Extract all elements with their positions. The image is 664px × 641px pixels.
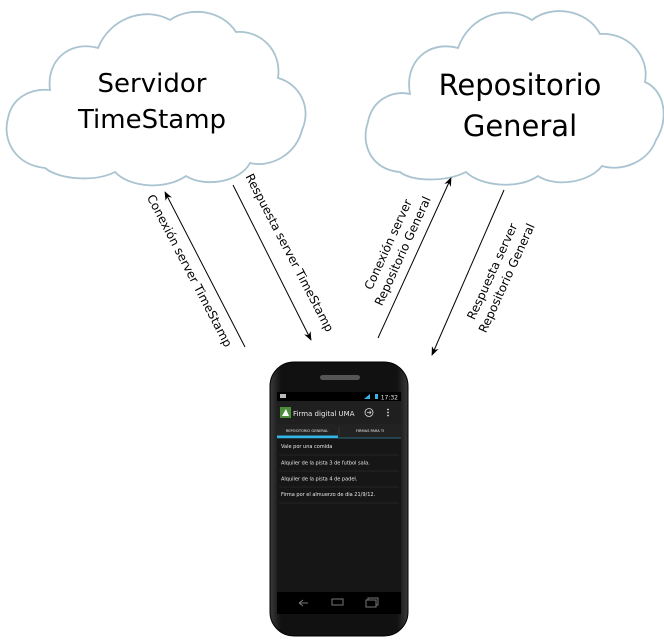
app-title: Firma digital UMA xyxy=(293,410,355,418)
back-icon[interactable] xyxy=(298,599,308,607)
recent-apps-icon[interactable] xyxy=(365,597,379,608)
cloud-left-line1: Servidor xyxy=(98,69,207,99)
phone-speaker xyxy=(320,375,360,380)
list-item[interactable]: Firma por el almuerzo de dia 21/9/12. xyxy=(279,492,399,504)
list-item[interactable]: Alquiler de la pista 3 de futbol sala. xyxy=(279,461,399,472)
android-phone: 17:32 Firma digital UMA REPOSITORIO GENE… xyxy=(269,361,409,637)
tab-active-indicator xyxy=(277,435,338,438)
label-respuesta-repositorio: Respuesta server Repositorio General xyxy=(464,221,537,335)
cloud-left-line2: TimeStamp xyxy=(77,105,226,135)
tab-firmas-para-ti[interactable]: FIRMAS PARA TI xyxy=(356,429,384,433)
arrow-respuesta-repositorio xyxy=(431,189,505,356)
status-notification-icon xyxy=(280,394,286,398)
status-bar xyxy=(277,392,401,401)
list-item-label: Alquiler de la pista 4 de padel. xyxy=(281,477,358,483)
label-conexion-timestamp: Conexión server TimeStamp xyxy=(144,192,235,349)
status-signal-icon xyxy=(364,394,370,399)
cloud-shape-left xyxy=(5,10,307,187)
action-bar xyxy=(277,401,401,424)
tab-repositorio-general-label: REPOSITORIO GENERAL xyxy=(286,429,328,433)
arrow-conexion-timestamp xyxy=(164,191,246,348)
arrow-conexion-repositorio xyxy=(377,177,452,339)
add-icon[interactable] xyxy=(364,408,374,417)
list-item-label: Vale por una comida xyxy=(281,444,332,450)
list-item-label: Firma por el almuerzo de dia 21/9/12. xyxy=(281,492,376,498)
cloud-shape-right xyxy=(364,10,664,186)
label-respuesta-timestamp: Respuesta server TimeStamp xyxy=(243,171,337,334)
tab-firmas-para-ti-label: FIRMAS PARA TI xyxy=(356,429,384,433)
cloud-right-line2: General xyxy=(463,109,577,143)
list-item[interactable]: Vale por una comida xyxy=(279,444,399,456)
status-time: 17:32 xyxy=(381,395,398,402)
label-conexion-repositorio: Conexión server Repositorio General xyxy=(362,194,434,308)
cloud-servidor-timestamp: Servidor TimeStamp xyxy=(5,10,307,187)
overflow-menu-icon[interactable] xyxy=(387,408,389,417)
arrow-respuesta-timestamp xyxy=(232,184,312,341)
home-icon[interactable] xyxy=(331,598,344,606)
nav-bar xyxy=(277,592,401,614)
list-item[interactable]: Alquiler de la pista 4 de padel. xyxy=(279,477,399,488)
cloud-repositorio-general: Repositorio General xyxy=(364,10,664,186)
list-item-label: Alquiler de la pista 3 de futbol sala. xyxy=(281,461,370,467)
cloud-right-line1: Repositorio xyxy=(439,68,602,102)
tab-repositorio-general[interactable]: REPOSITORIO GENERAL xyxy=(277,429,338,438)
status-battery-icon xyxy=(375,394,378,399)
app-logo-icon xyxy=(280,407,291,418)
